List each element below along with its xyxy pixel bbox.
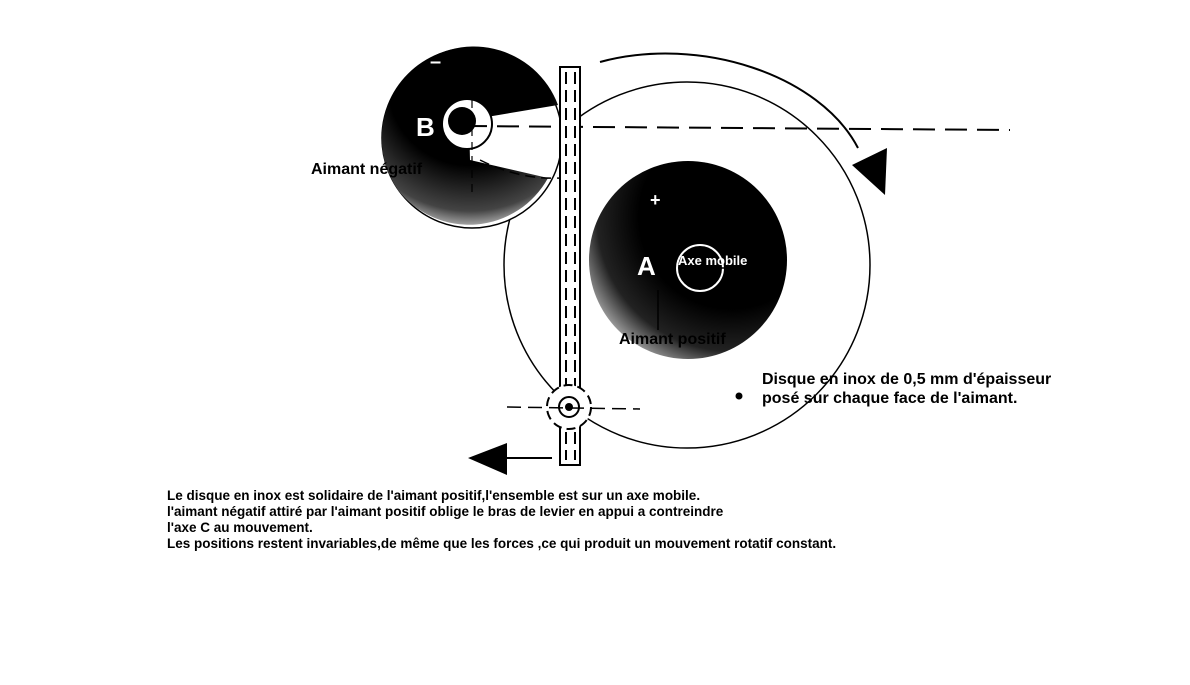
push-arrow-head bbox=[468, 443, 507, 475]
connector-arc bbox=[479, 159, 561, 179]
label-aimant-positif: Aimant positif bbox=[619, 331, 726, 348]
stainless-disc bbox=[503, 81, 871, 449]
magnet-b-core bbox=[448, 107, 476, 135]
caption-line-2: l'aimant négatif attiré par l'aimant pos… bbox=[167, 504, 724, 519]
pivot-c-axis bbox=[506, 406, 641, 410]
rotation-arc bbox=[599, 52, 859, 149]
plus-sign: + bbox=[650, 190, 661, 210]
label-axe-mobile: Axe mobile bbox=[678, 253, 747, 268]
note-bullet bbox=[735, 392, 743, 400]
minus-sign: – bbox=[430, 51, 441, 73]
horizontal-axis-line bbox=[464, 125, 1011, 131]
disc-note-line-1: Disque en inox de 0,5 mm d'épaisseur bbox=[762, 371, 1052, 388]
label-aimant-negatif: Aimant négatif bbox=[311, 161, 423, 178]
caption-line-1: Le disque en inox est solidaire de l'aim… bbox=[167, 488, 701, 503]
pivot-c-center bbox=[565, 403, 573, 411]
pivot-c-ring bbox=[558, 396, 580, 418]
caption-line-4: Les positions restent invariables,de mêm… bbox=[167, 536, 837, 551]
caption-line-3: l'axe C au mouvement. bbox=[167, 520, 313, 535]
label-a: A bbox=[637, 251, 656, 281]
disc-note-line-2: posé sur chaque face de l'aimant. bbox=[762, 390, 1018, 407]
rotation-arrowhead bbox=[852, 148, 887, 195]
negative-magnet-b bbox=[381, 46, 558, 225]
label-b: B bbox=[416, 112, 435, 142]
explanation-caption: Le disque en inox est solidaire de l'aim… bbox=[167, 488, 836, 552]
disc-note: Disque en inox de 0,5 mm d'épaisseur pos… bbox=[762, 370, 1051, 408]
